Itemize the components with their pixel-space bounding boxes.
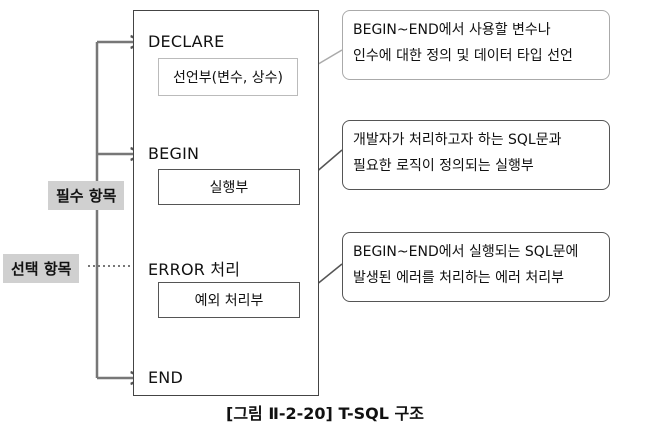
callout-begin-line-1: 개발자가 처리하고자 하는 SQL문과 [353, 132, 562, 148]
callout-begin: 개발자가 처리하고자 하는 SQL문과 필요한 로직이 정의되는 실행부 [342, 120, 610, 190]
inner-box-error: 예외 처리부 [158, 282, 300, 318]
callout-declare-line-2: 인수에 대한 정의 및 데이터 타입 선언 [353, 48, 573, 64]
callout-begin-line-2: 필요한 로직이 정의되는 실행부 [353, 158, 534, 174]
callout-error: BEGIN~END에서 실행되는 SQL문에 발생된 에러를 처리하는 에러 처… [342, 232, 610, 302]
callout-error-line-2: 발생된 에러를 처리하는 에러 처리부 [353, 270, 564, 286]
inner-box-declare: 선언부(변수, 상수) [158, 58, 298, 96]
label-required: 필수 항목 [48, 181, 125, 210]
section-begin: BEGIN [148, 144, 200, 163]
callout-error-line-1: BEGIN~END에서 실행되는 SQL문에 [353, 244, 579, 260]
callout-declare: BEGIN~END에서 사용할 변수나 인수에 대한 정의 및 데이터 타입 선… [342, 10, 610, 80]
section-error: ERROR 처리 [148, 260, 241, 279]
section-end: END [148, 368, 183, 387]
callout-declare-line-1: BEGIN~END에서 사용할 변수나 [353, 22, 551, 38]
figure-caption: [그림 Ⅱ-2-20] T-SQL 구조 [226, 404, 424, 423]
label-optional: 선택 항목 [3, 254, 80, 283]
section-declare: DECLARE [148, 32, 225, 51]
inner-box-begin: 실행부 [158, 169, 300, 205]
